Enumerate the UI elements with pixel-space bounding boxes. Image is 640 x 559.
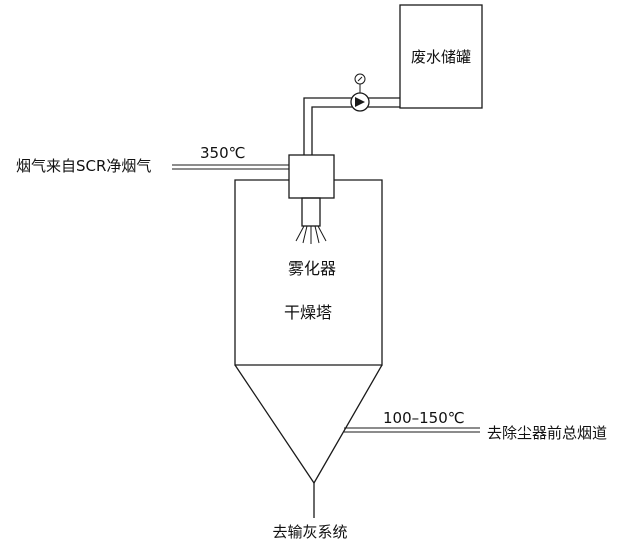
ash-outlet-label: 去输灰系统 [272, 523, 347, 541]
gauge-icon [354, 73, 366, 93]
flue-gas-inlet-label: 烟气来自SCR净烟气 [16, 157, 151, 175]
drying-tower: 干燥塔 [234, 179, 383, 518]
atomizer: 雾化器 [288, 154, 336, 278]
inlet-temperature: 350℃ [200, 144, 245, 162]
flue-gas-outlet-label: 去除尘器前总烟道 [487, 424, 607, 442]
flue-gas-outlet: 100–150℃ 去除尘器前总烟道 [344, 409, 607, 442]
tower-label: 干燥塔 [284, 303, 332, 322]
outlet-temperature: 100–150℃ [383, 409, 465, 427]
water-pipe [303, 97, 400, 155]
waste-water-tank: 废水储罐 [399, 4, 483, 109]
tank-label: 废水储罐 [411, 48, 471, 66]
pump-icon [350, 92, 370, 112]
atomizer-label: 雾化器 [288, 259, 336, 278]
flue-gas-inlet: 烟气来自SCR净烟气 350℃ [16, 144, 289, 175]
spray-nozzle-icon [295, 225, 327, 244]
